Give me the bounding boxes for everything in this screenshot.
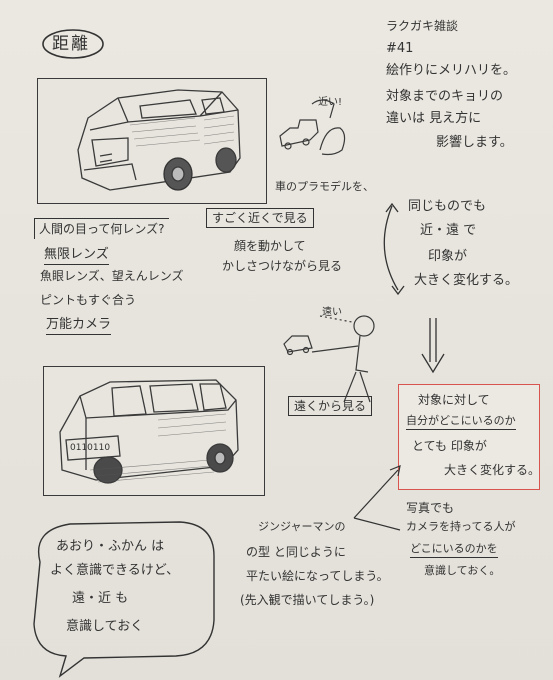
- photo-line-4: 意識しておく。: [424, 564, 501, 577]
- bubble-line-3: 遠・近 も: [72, 591, 129, 606]
- same-line-4: 大きく変化する。: [414, 273, 519, 288]
- gingerman-line-1: ジンジャーマンの: [258, 520, 346, 533]
- bubble-line-4: 意識しておく: [66, 619, 144, 634]
- same-line-1: 同じものでも: [408, 199, 487, 214]
- key-note-line-2: 自分がどこにいるのか: [406, 414, 516, 430]
- far-label: 遠くから見る: [288, 396, 373, 417]
- key-note-line-3: とても 印象が: [412, 439, 487, 453]
- near-annotation: 近い!: [318, 97, 343, 108]
- near-desc-1: 顔を動かして: [234, 239, 306, 253]
- series-line4: 対象までのキョリの: [386, 89, 504, 104]
- same-line-2: 近・遠 で: [420, 223, 477, 238]
- series-line5: 違いは 見え方に: [386, 111, 482, 126]
- near-desc-2: かしさつけながら見る: [222, 259, 343, 273]
- gingerman-line-4: (先入観で描いてしまう。): [240, 593, 375, 607]
- key-note-box: [398, 384, 540, 490]
- lens-line-2: 魚眼レンズ、望えんレンズ: [40, 269, 184, 283]
- page-title: 距離: [52, 34, 90, 54]
- lens-line-4: 万能カメラ: [46, 316, 112, 335]
- same-line-3: 印象が: [428, 249, 468, 264]
- series-line3: 絵作りにメリハリを。: [386, 63, 517, 78]
- series-number: #41: [386, 41, 414, 56]
- photo-line-2: カメラを持ってる人が: [406, 520, 516, 533]
- gingerman-line-2: の型 と同じように: [246, 545, 346, 559]
- far-car-frame: [43, 366, 265, 496]
- far-annotation: 遠い: [322, 307, 342, 318]
- gingerman-line-3: 平たい絵になってしまう。: [246, 569, 389, 583]
- near-caption: 車のプラモデルを、: [275, 180, 374, 193]
- series-line6: 影響します。: [436, 135, 513, 150]
- bubble-line-1: あおり・ふかん は: [56, 539, 165, 554]
- photo-line-1: 写真でも: [406, 501, 455, 515]
- key-note-line-4: 大きく変化する。: [444, 463, 541, 477]
- photo-line-3: どこにいるのかを: [410, 542, 498, 558]
- series-label: ラクガキ雑談: [386, 19, 459, 33]
- bubble-line-2: よく意識できるけど、: [50, 563, 180, 578]
- lens-question: 人間の目って何レンズ?: [34, 218, 169, 240]
- lens-line-1: 無限レンズ: [44, 246, 109, 265]
- near-label: すごく近くで見る: [206, 208, 314, 229]
- far-plate: 0110110: [70, 443, 111, 453]
- key-note-line-1: 対象に対して: [418, 393, 490, 407]
- lens-line-3: ピントもすぐ合う: [40, 293, 137, 307]
